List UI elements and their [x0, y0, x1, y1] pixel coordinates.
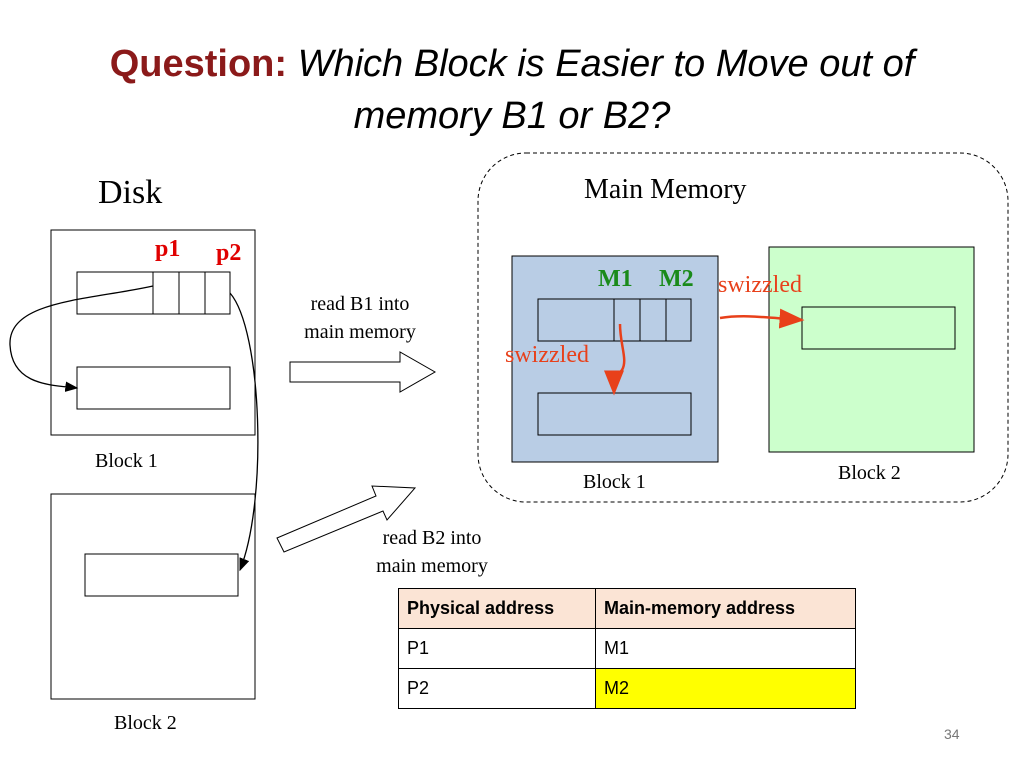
table-header-row: Physical address Main-memory address — [398, 588, 856, 629]
disk-label: Disk — [98, 174, 163, 211]
address-translation-table: Physical address Main-memory address P1 … — [398, 588, 856, 709]
memory-pointer-m1-label: M1 — [598, 266, 633, 292]
page-number: 34 — [944, 726, 960, 742]
main-memory-boundary — [477, 152, 1009, 503]
memory-block-2-label: Block 2 — [838, 462, 901, 484]
memory-block-1-pointer-record — [537, 298, 692, 342]
title-question-label: Question: — [109, 43, 288, 85]
memory-pointer-m2-label: M2 — [659, 266, 694, 292]
table-cell: P2 — [398, 668, 596, 709]
title-line-2: memory B1 or B2? — [353, 95, 671, 137]
memory-block-1-target-record — [537, 392, 692, 436]
table-header-physical: Physical address — [398, 588, 596, 629]
disk-block-2-label: Block 2 — [114, 712, 177, 734]
slide-title: Question: Which Block is Easier to Move … — [0, 38, 1024, 142]
table-cell: M1 — [595, 628, 856, 669]
disk-pointer-p1-arrow — [9, 285, 154, 392]
swizzled-label-2: swizzled — [718, 272, 802, 298]
swizzled-m1-arrow — [604, 323, 626, 396]
table-row: P2 M2 — [398, 668, 856, 709]
read-b1-label: read B1 into main memory — [280, 290, 440, 346]
swizzled-m2-arrow — [719, 308, 805, 329]
table-cell: P1 — [398, 628, 596, 669]
memory-block-2-target-record — [801, 306, 956, 350]
title-line-1: Which Block is Easier to Move out of — [297, 43, 915, 85]
read-b2-arrow — [276, 485, 417, 553]
disk-pointer-p2-arrow — [229, 292, 259, 572]
read-b2-label: read B2 into main memory — [352, 524, 512, 580]
read-b2-label-line-2: main memory — [376, 555, 488, 577]
main-memory-label: Main Memory — [584, 174, 747, 205]
memory-block-1-label: Block 1 — [583, 471, 646, 493]
read-b1-label-line-2: main memory — [304, 321, 416, 343]
disk-block-1-label: Block 1 — [95, 450, 158, 472]
disk-block-2-target-record — [84, 553, 239, 597]
read-b1-arrow — [289, 351, 437, 393]
read-b2-label-line-1: read B2 into — [382, 527, 482, 549]
disk-block-1-target-record — [76, 366, 231, 410]
disk-pointer-p1-label: p1 — [155, 236, 181, 262]
table-row: P1 M1 — [398, 628, 856, 669]
read-b1-label-line-1: read B1 into — [310, 293, 410, 315]
disk-pointer-p2-label: p2 — [216, 240, 242, 266]
table-cell-highlighted: M2 — [595, 668, 856, 709]
swizzled-label-1: swizzled — [505, 342, 589, 368]
table-header-main-memory: Main-memory address — [595, 588, 856, 629]
disk-block-1-pointer-record — [76, 271, 231, 315]
